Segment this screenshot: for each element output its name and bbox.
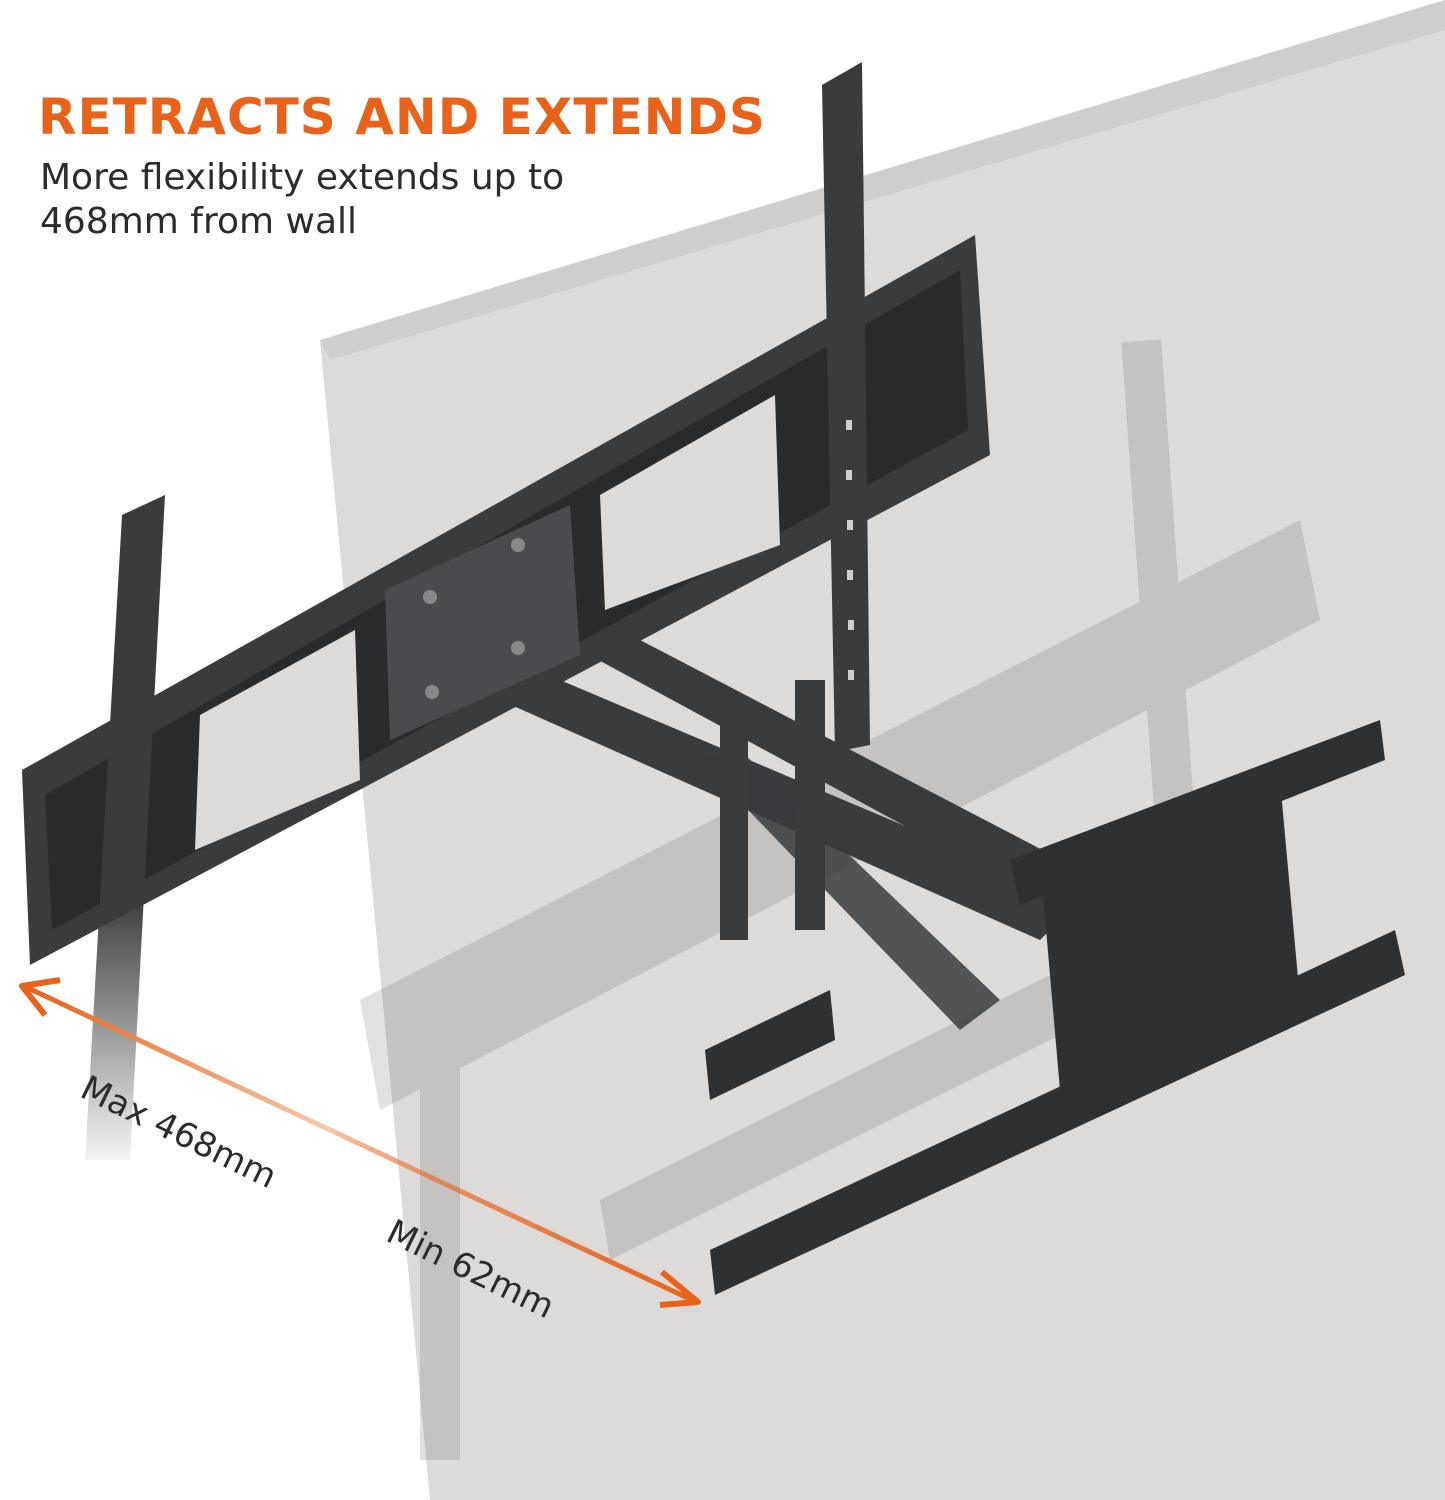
vertical-rail-left (85, 495, 165, 1160)
tv-mount-frame (22, 235, 990, 965)
wall (320, 0, 1445, 1500)
vertical-rail-right (822, 62, 870, 752)
tv-bracket-plate (705, 720, 1405, 1295)
subtitle: More flexibility extends up to 468mm fro… (40, 157, 565, 242)
headline: RETRACTS AND EXTENDS (38, 88, 766, 146)
extension-arrow (19, 977, 701, 1308)
articulating-arms (500, 640, 1100, 1030)
